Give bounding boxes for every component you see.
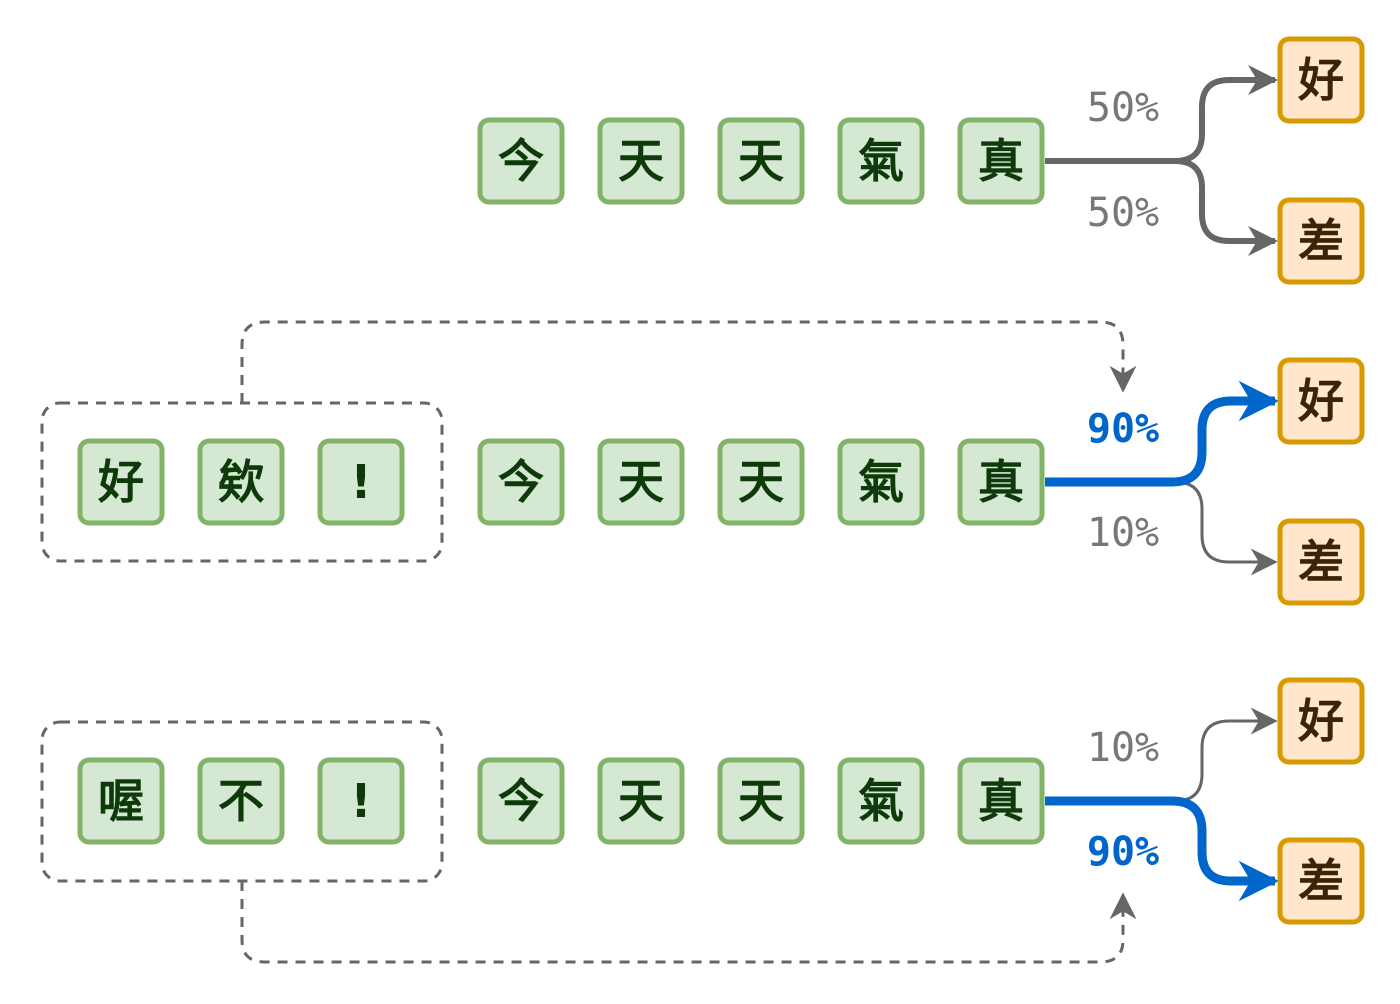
context-token: 好	[77, 438, 165, 526]
sentence-token: 氣	[837, 117, 925, 205]
context-token: 不	[197, 757, 285, 845]
sentence-token: 天	[717, 757, 805, 845]
sentence-token: 天	[717, 117, 805, 205]
token-char: !	[351, 774, 372, 828]
probability-label-good: 10%	[1087, 725, 1159, 771]
token-char: 氣	[858, 134, 904, 188]
token-char: 天	[618, 774, 664, 828]
token-char: 氣	[858, 774, 904, 828]
token-char: 真	[978, 134, 1024, 188]
probability-label-bad: 90%	[1087, 829, 1159, 875]
token-char: 氣	[858, 455, 904, 509]
context-influence-arrow-row-3	[240, 881, 1137, 964]
token-char: !	[351, 455, 372, 509]
context-token: 欸	[197, 438, 285, 526]
token-char: 天	[738, 774, 784, 828]
option-char: 差	[1298, 854, 1344, 908]
option-char: 好	[1297, 53, 1344, 107]
branch-arrow-row-1-bad	[1045, 158, 1278, 256]
option-token-good: 好	[1277, 357, 1365, 445]
sentence-token: 氣	[837, 757, 925, 845]
token-char: 喔	[98, 774, 144, 828]
token-char: 今	[498, 134, 544, 188]
token-char: 天	[618, 455, 664, 509]
token-char: 天	[738, 134, 784, 188]
token-char: 今	[498, 455, 544, 509]
option-token-good: 好	[1277, 36, 1365, 124]
token-char: 好	[97, 455, 144, 509]
row-3: 喔 不 ! 今 天 天 氣 真 10% 90%	[77, 677, 1365, 925]
probability-label-good: 50%	[1087, 85, 1159, 131]
branch-arrow-row-2-bad	[1045, 480, 1278, 576]
row-1: 今 天 天 氣 真 50% 50% 好 差	[477, 36, 1365, 285]
option-token-bad: 差	[1277, 518, 1365, 606]
token-char: 欸	[218, 455, 264, 509]
token-char: 不	[218, 774, 264, 828]
option-token-good: 好	[1277, 677, 1365, 765]
sentence-token: 真	[957, 438, 1045, 526]
option-char: 差	[1298, 214, 1344, 268]
context-token: 喔	[77, 757, 165, 845]
token-char: 天	[618, 134, 664, 188]
sentence-token: 天	[597, 438, 685, 526]
token-char: 今	[498, 774, 544, 828]
sentence-token: 今	[477, 438, 565, 526]
probability-label-good: 90%	[1087, 406, 1159, 452]
context-token: !	[317, 757, 405, 845]
probability-label-bad: 50%	[1087, 190, 1159, 236]
sentence-token: 今	[477, 117, 565, 205]
option-char: 好	[1297, 374, 1344, 428]
probability-label-bad: 10%	[1087, 510, 1159, 556]
context-influence-arrow-row-2	[240, 320, 1137, 403]
sentence-token: 今	[477, 757, 565, 845]
token-char: 真	[978, 455, 1024, 509]
option-token-bad: 差	[1277, 197, 1365, 285]
context-token: !	[317, 438, 405, 526]
sentence-token: 真	[957, 117, 1045, 205]
token-char: 真	[978, 774, 1024, 828]
option-char: 好	[1297, 694, 1344, 748]
branch-arrow-row-2-good	[1045, 380, 1280, 487]
option-char: 差	[1298, 535, 1344, 589]
branch-arrow-row-3-good	[1045, 707, 1278, 803]
row-2: 好 欸 ! 今 天 天 氣 真 90% 10%	[77, 357, 1365, 606]
branch-arrow-row-3-bad	[1045, 796, 1280, 902]
option-token-bad: 差	[1277, 837, 1365, 925]
token-char: 天	[738, 455, 784, 509]
sentence-token: 氣	[837, 438, 925, 526]
sentence-token: 天	[597, 117, 685, 205]
sentence-token: 天	[717, 438, 805, 526]
sentence-token: 天	[597, 757, 685, 845]
branch-arrow-row-1-good	[1045, 65, 1278, 164]
sentence-token: 真	[957, 757, 1045, 845]
